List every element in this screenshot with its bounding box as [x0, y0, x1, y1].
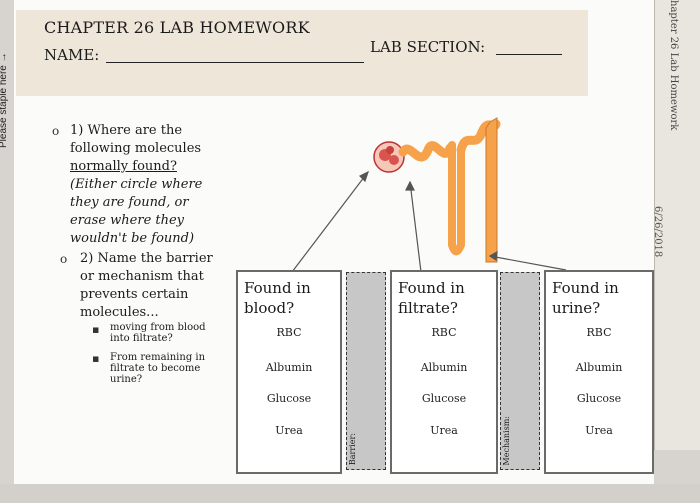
found-in-blood-box[interactable]: Found in blood? RBC Albumin Glucose Urea	[236, 270, 342, 474]
question-2-line: prevents certain	[80, 287, 189, 302]
question-2-line: molecules...	[80, 305, 159, 320]
question-1-bullet: o	[52, 124, 60, 138]
box-heading: Found in filtrate?	[398, 278, 465, 318]
box-heading: Found in urine?	[552, 278, 619, 318]
molecule-albumin[interactable]: Albumin	[575, 361, 623, 374]
found-in-urine-box[interactable]: Found in urine? RBC Albumin Glucose Urea	[544, 270, 654, 474]
adjacent-page-strip	[654, 0, 700, 450]
sub-item-bullet: ▪	[92, 323, 100, 336]
side-strip-date: 6/26/2018	[652, 206, 663, 258]
lab-section-field-line[interactable]	[496, 54, 562, 55]
sub-item-line: From remaining in	[110, 352, 206, 363]
molecule-urea[interactable]: Urea	[275, 424, 303, 437]
mechanism-field[interactable]: Mechanism:	[500, 272, 540, 470]
box-heading-line: Found in	[552, 279, 619, 297]
arrow-to-urine-box	[488, 250, 567, 271]
box-heading: Found in blood?	[244, 278, 311, 318]
question-2-line: or mechanism that	[80, 269, 204, 284]
box-heading-line: blood?	[244, 299, 295, 317]
sub-item-2: From remaining in filtrate to become uri…	[110, 352, 205, 385]
question-1-note-line: wouldn't be found)	[70, 231, 195, 246]
glomerulus-icon	[373, 141, 405, 173]
question-2-bullet: o	[60, 252, 68, 266]
question-1-line: normally found?	[70, 159, 177, 174]
molecule-glucose[interactable]: Glucose	[266, 392, 312, 405]
loop-of-henle	[448, 141, 465, 256]
sub-item-line: urine?	[110, 374, 143, 385]
lab-section-label: LAB SECTION:	[370, 38, 486, 56]
molecule-urea[interactable]: Urea	[585, 424, 613, 437]
barrier-label: Barrier:	[348, 432, 357, 465]
molecule-glucose[interactable]: Glucose	[421, 392, 467, 405]
sub-item-bullet: ▪	[92, 352, 100, 365]
molecule-rbc[interactable]: RBC	[431, 326, 457, 339]
arrow-to-filtrate-box	[405, 180, 422, 273]
question-1-note-line: erase where they	[70, 213, 185, 228]
question-1: 1) Where are the following molecules nor…	[70, 122, 202, 248]
molecule-urea[interactable]: Urea	[430, 424, 458, 437]
molecule-rbc[interactable]: RBC	[586, 326, 612, 339]
molecule-rbc[interactable]: RBC	[276, 326, 302, 339]
box-heading-line: filtrate?	[398, 299, 458, 317]
box-heading-line: Found in	[398, 279, 465, 297]
screen-bottom-edge	[0, 484, 700, 503]
found-in-filtrate-box[interactable]: Found in filtrate? RBC Albumin Glucose U…	[390, 270, 498, 474]
question-1-note-line: they are found, or	[70, 195, 189, 210]
molecule-albumin[interactable]: Albumin	[265, 361, 313, 374]
name-field-line[interactable]	[106, 62, 364, 63]
molecule-albumin[interactable]: Albumin	[420, 361, 468, 374]
name-label: NAME:	[44, 46, 100, 64]
mechanism-label: Mechanism:	[502, 415, 511, 465]
question-1-note-line: (Either circle where	[70, 177, 203, 192]
box-heading-line: urine?	[552, 299, 601, 317]
collecting-duct	[485, 117, 498, 263]
molecule-glucose[interactable]: Glucose	[576, 392, 622, 405]
sub-item-line: filtrate to become	[110, 363, 201, 374]
sub-item-line: moving from blood	[110, 322, 206, 333]
proximal-tubule	[398, 141, 455, 162]
box-heading-line: Found in	[244, 279, 311, 297]
arrow-to-blood-box	[291, 170, 370, 273]
side-strip-title: hapter 26 Lab Homework	[668, 0, 679, 131]
page-title: CHAPTER 26 LAB HOMEWORK	[44, 18, 310, 37]
sub-item-1: moving from blood into filtrate?	[110, 322, 206, 344]
question-2-line: 2) Name the barrier	[80, 251, 213, 266]
barrier-field[interactable]: Barrier:	[346, 272, 386, 470]
header-band	[16, 10, 588, 96]
question-2: 2) Name the barrier or mechanism that pr…	[80, 250, 213, 322]
sub-item-line: into filtrate?	[110, 333, 173, 344]
question-1-line: following molecules	[70, 141, 202, 156]
question-1-line: 1) Where are the	[70, 123, 183, 138]
